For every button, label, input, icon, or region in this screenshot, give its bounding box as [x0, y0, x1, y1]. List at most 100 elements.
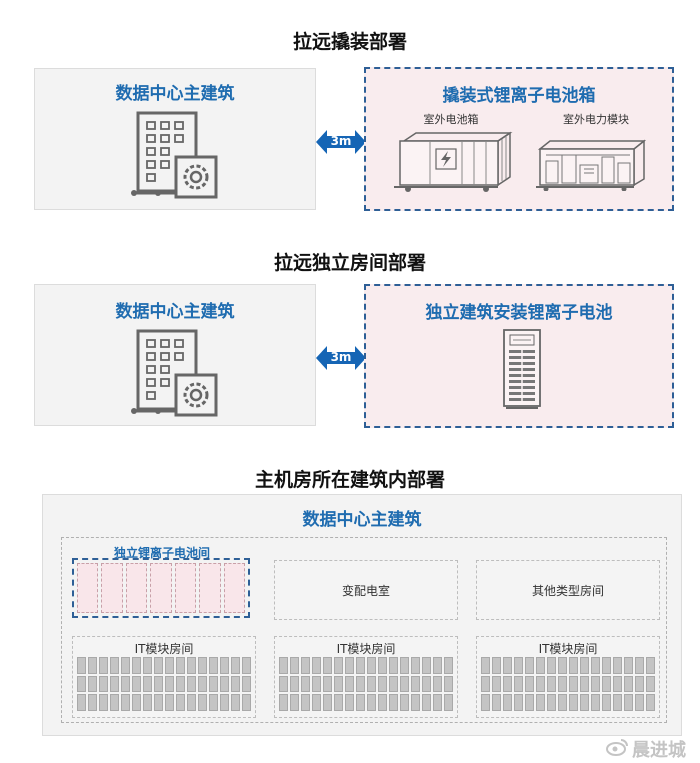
it-rack: [301, 675, 310, 693]
section3-main-building-panel: 数据中心主建筑 独立锂离子电池间 变配电室 其他类型房间 IT模块房间 IT模块…: [42, 494, 682, 736]
it-rack: [356, 694, 365, 711]
battery-room-label: 独立锂离子电池间: [113, 546, 210, 560]
it-rack: [433, 657, 442, 674]
it-rack: [514, 694, 523, 711]
it-rack-grid: [481, 657, 655, 711]
battery-room-cell: [223, 563, 245, 613]
it-rack: [514, 675, 523, 693]
it-rack: [121, 694, 130, 711]
it-rack: [613, 657, 622, 674]
building-interior-frame: 独立锂离子电池间 变配电室 其他类型房间 IT模块房间 IT模块房间: [61, 537, 667, 723]
it-rack: [525, 657, 534, 674]
it-rack: [143, 675, 152, 693]
section1-skid-battery-title: 撬装式锂离子电池箱: [442, 86, 596, 106]
it-rack: [492, 657, 501, 674]
it-rack: [536, 694, 545, 711]
it-rack: [290, 675, 299, 693]
it-rack: [88, 657, 97, 674]
it-rack: [422, 694, 431, 711]
it-rack: [635, 657, 644, 674]
it-rack: [110, 694, 119, 711]
it-rack: [411, 675, 420, 693]
it-rack: [143, 694, 152, 711]
it-rack: [558, 694, 567, 711]
it-rack: [591, 657, 600, 674]
building-gear-icon: [131, 329, 218, 417]
it-rack: [422, 675, 431, 693]
it-rack: [242, 675, 251, 693]
it-rack: [132, 657, 141, 674]
it-rack: [635, 675, 644, 693]
it-rack: [400, 675, 409, 693]
outdoor-power-module-icon: [536, 139, 647, 191]
it-rack: [345, 657, 354, 674]
it-rack: [345, 675, 354, 693]
it-module-room-label: IT模块房间: [336, 642, 396, 656]
it-rack-grid: [77, 657, 251, 711]
it-rack: [323, 675, 332, 693]
it-rack: [378, 657, 387, 674]
section1-distance-label: 3m: [330, 134, 352, 148]
it-rack: [165, 694, 174, 711]
it-rack: [301, 694, 310, 711]
it-rack: [389, 675, 398, 693]
it-rack: [356, 675, 365, 693]
it-rack: [624, 694, 633, 711]
it-rack: [334, 675, 343, 693]
it-rack: [312, 657, 321, 674]
it-rack: [154, 694, 163, 711]
it-rack: [646, 657, 655, 674]
watermark-text: 晨进城: [632, 740, 686, 761]
it-rack: [334, 657, 343, 674]
it-rack: [323, 657, 332, 674]
it-rack: [503, 694, 512, 711]
it-module-room: IT模块房间: [274, 636, 458, 718]
other-rooms-label: 其他类型房间: [531, 583, 604, 598]
battery-room-cell: [77, 563, 99, 613]
it-rack: [525, 675, 534, 693]
other-rooms: 其他类型房间: [476, 560, 660, 620]
it-rack: [635, 694, 644, 711]
it-rack: [580, 657, 589, 674]
it-rack: [378, 675, 387, 693]
section2-independent-building-panel: 独立建筑安装锂离子电池: [364, 284, 674, 428]
it-rack: [209, 675, 218, 693]
it-rack: [591, 675, 600, 693]
it-rack: [481, 694, 490, 711]
it-rack: [290, 657, 299, 674]
it-rack: [624, 675, 633, 693]
outdoor-battery-container-icon: [394, 131, 513, 192]
it-rack: [503, 675, 512, 693]
it-rack: [514, 657, 523, 674]
section1-title: 拉远撬装部署: [292, 31, 407, 53]
it-rack: [367, 694, 376, 711]
it-rack: [209, 657, 218, 674]
it-rack: [198, 675, 207, 693]
outdoor-power-label: 室外电力模块: [563, 113, 629, 126]
it-rack: [613, 694, 622, 711]
it-rack: [536, 675, 545, 693]
it-rack: [569, 657, 578, 674]
it-rack: [99, 694, 108, 711]
it-rack: [444, 675, 453, 693]
it-rack: [77, 675, 86, 693]
section2-title: 拉远独立房间部署: [273, 252, 426, 274]
it-rack: [580, 675, 589, 693]
it-rack: [378, 694, 387, 711]
section1-main-building-panel: 数据中心主建筑: [34, 68, 316, 210]
section3-main-building-title: 数据中心主建筑: [302, 510, 422, 530]
it-rack: [198, 694, 207, 711]
it-rack: [279, 657, 288, 674]
it-rack: [613, 675, 622, 693]
it-rack: [569, 694, 578, 711]
it-rack: [356, 657, 365, 674]
it-rack: [547, 694, 556, 711]
it-module-room: IT模块房间: [72, 636, 256, 718]
it-rack: [165, 675, 174, 693]
it-rack: [154, 657, 163, 674]
it-rack: [187, 694, 196, 711]
it-module-room-label: IT模块房间: [538, 642, 598, 656]
substation-room-label: 变配电室: [341, 583, 390, 598]
it-rack: [220, 657, 229, 674]
battery-room-cell: [125, 563, 148, 613]
